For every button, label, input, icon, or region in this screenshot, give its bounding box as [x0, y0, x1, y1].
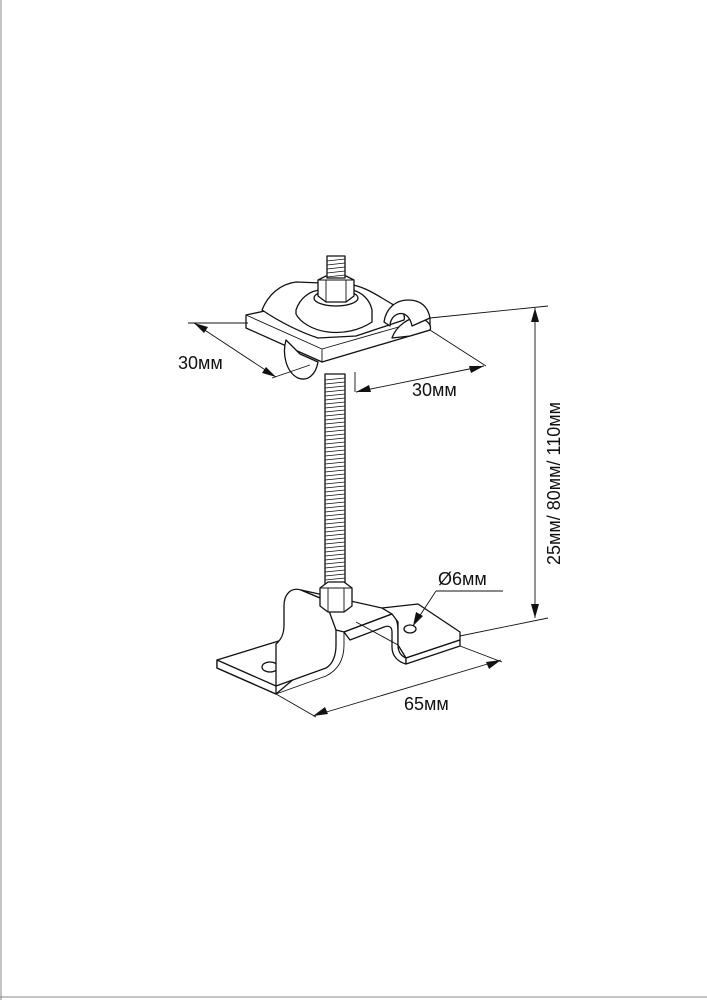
bolt-thread-line [326, 266, 346, 270]
dimension-hole-diameter: Ø6мм [412, 569, 503, 627]
dimension-base-length: 65мм [275, 645, 503, 718]
lower-nut-body [319, 581, 353, 613]
rod-thread-line [324, 473, 346, 477]
rod-thread-line [324, 545, 346, 549]
rod-thread-line [324, 561, 346, 565]
dim-arrow-right-b [469, 366, 484, 373]
dim-ext-left-2 [271, 364, 311, 379]
dim-label-height: 25мм/ 80мм/ 110мм [544, 402, 564, 565]
dim-label-hole-diameter: Ø6мм [438, 569, 487, 589]
rod-thread-line [324, 529, 346, 533]
top-bolt-threads [326, 258, 346, 278]
dimension-height: 25мм/ 80мм/ 110мм [429, 305, 564, 637]
bolt-thread-line [326, 270, 346, 274]
rod-thread-line [324, 481, 346, 485]
rod-thread-line [324, 409, 346, 413]
rod-thread-line [324, 521, 346, 525]
rod-threads [324, 377, 346, 581]
right-mounting-hole [403, 624, 417, 634]
rod-thread-line [324, 437, 346, 441]
dim-label-top-width-right: 30мм [412, 380, 457, 400]
dim-arrow-left-b [262, 367, 276, 377]
rod-thread-line [324, 469, 346, 473]
rod-thread-line [324, 505, 346, 509]
rod-thread-line [324, 453, 346, 457]
dim-arrow-left-a [194, 323, 208, 333]
rod-thread-line [324, 493, 346, 497]
rod-thread-line [324, 461, 346, 465]
rod-thread-line [324, 433, 346, 437]
rod-thread-line [324, 509, 346, 513]
dim-height-arrow-bottom [531, 604, 539, 618]
rod-thread-line [324, 501, 346, 505]
rod-thread-line [324, 489, 346, 493]
rod-thread-line [324, 525, 346, 529]
dimension-top-width-left: 30мм [178, 322, 311, 379]
top-nut-assembly [313, 255, 359, 307]
arch-left-wall-inner [275, 632, 345, 695]
rod-thread-line [324, 549, 346, 553]
dim-line-right [355, 365, 485, 393]
dimension-top-width-right: 30мм [354, 329, 487, 400]
rod-thread-line [324, 565, 346, 569]
clamp-saddle-left [283, 339, 319, 380]
dim-label-base-length: 65мм [404, 694, 449, 714]
bolt-thread-line [326, 258, 346, 262]
rod-thread-line [324, 425, 346, 429]
bolt-thread-line [326, 274, 346, 278]
rod-thread-line [324, 413, 346, 417]
base-bracket [216, 588, 461, 695]
rod-thread-line [324, 449, 346, 453]
rod-thread-line [324, 397, 346, 401]
right-flange-bend [355, 621, 399, 646]
dim-base-ext-left [275, 693, 317, 718]
lower-nut [319, 581, 353, 613]
rod-thread-line [324, 541, 346, 545]
dim-arrow-right-a [356, 385, 371, 392]
rod-thread-line [324, 553, 346, 557]
rod-thread-line [324, 417, 346, 421]
clamp-shoulder [383, 299, 431, 327]
rod-thread-line [324, 533, 346, 537]
dim-base-line [312, 659, 502, 717]
dim-height-arrow-top [531, 308, 539, 322]
rod-thread-line [324, 381, 346, 385]
dim-base-arrow-right [486, 660, 501, 669]
rod-thread-line [324, 457, 346, 461]
dim-label-top-width-left: 30мм [178, 353, 223, 373]
rod-thread-line [324, 393, 346, 397]
rod-thread-line [324, 445, 346, 449]
clamp-lower-plate-edge [245, 314, 323, 350]
rod-thread-line [324, 485, 346, 489]
rod-thread-line [324, 569, 346, 573]
rod-thread-line [324, 517, 346, 521]
dim-hole-arrow [413, 612, 423, 626]
rod-thread-line [324, 513, 346, 517]
rod-thread-line [324, 389, 346, 393]
rod-thread-line [324, 537, 346, 541]
dim-ext-right-2 [429, 329, 487, 367]
rod-thread-line [324, 441, 346, 445]
rod-thread-line [324, 429, 346, 433]
rod-thread-line [324, 577, 346, 581]
rod-thread-line [324, 377, 346, 381]
dim-line-left [193, 322, 277, 378]
dim-height-ext-bottom [459, 617, 549, 637]
rod-thread-line [324, 477, 346, 481]
dim-base-arrow-left [313, 707, 328, 716]
threaded-rod [324, 373, 346, 585]
dim-height-ext-top [429, 305, 549, 319]
rod-thread-line [324, 401, 346, 405]
rod-thread-line [324, 385, 346, 389]
rod-thread-line [324, 557, 346, 561]
rod-thread-line [324, 421, 346, 425]
bolt-thread-line [326, 262, 346, 266]
rod-thread-line [324, 497, 346, 501]
rod-thread-line [324, 405, 346, 409]
rod-thread-line [324, 465, 346, 469]
rod-thread-line [324, 573, 346, 577]
dim-base-ext-right [459, 645, 503, 663]
